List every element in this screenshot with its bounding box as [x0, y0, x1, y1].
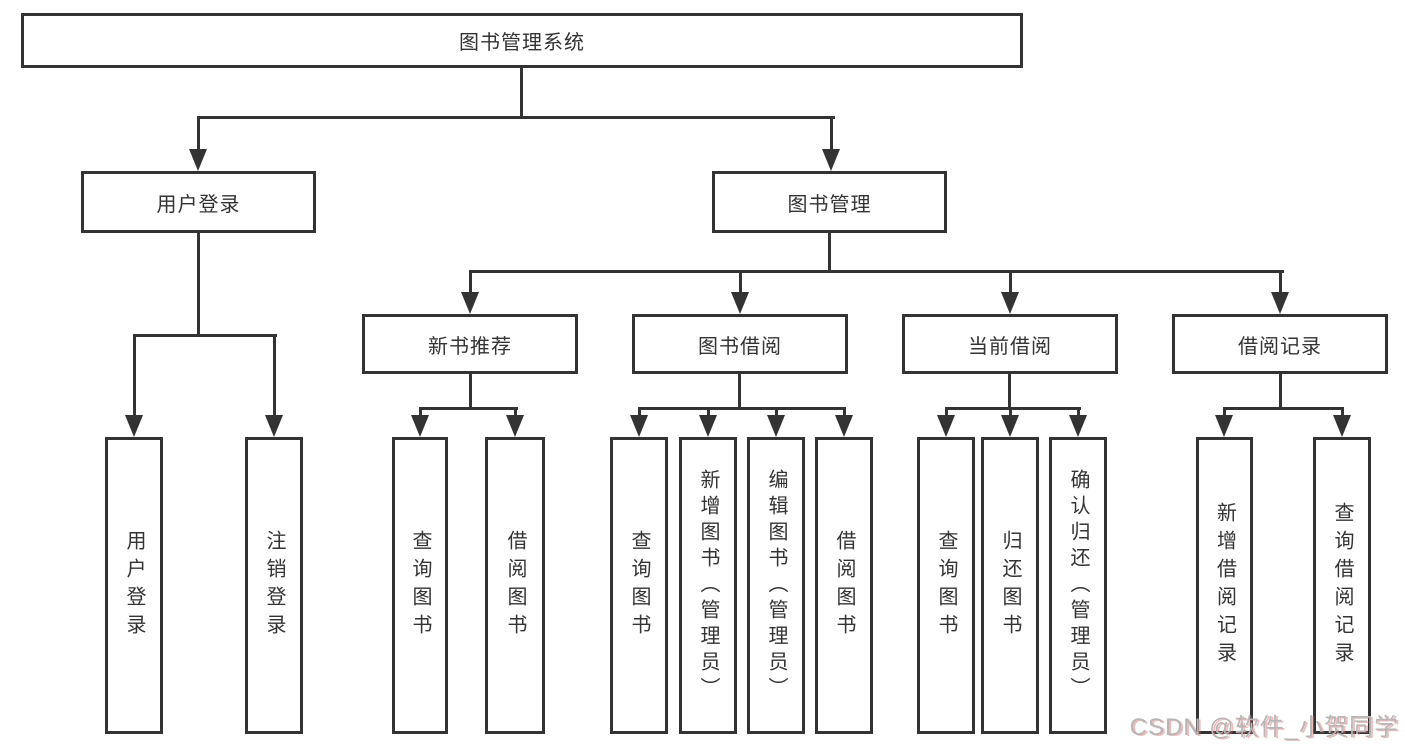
connector-to-new-book-rec	[469, 270, 472, 294]
node-book-management: 图书管理	[712, 171, 947, 233]
connector-user-login-trunk	[197, 233, 200, 337]
connector-root-trunk	[520, 68, 523, 118]
leaf-nbr-query-books: 查询图书	[392, 437, 448, 734]
connector-book-mgmt-trunk	[828, 233, 831, 273]
leaf-user-login: 用户登录	[105, 437, 163, 734]
arrowhead-bb-query	[630, 415, 648, 437]
connector-nbr-rail	[419, 407, 518, 410]
connector-to-borrow-record	[1279, 270, 1282, 294]
node-user-login: 用户登录	[81, 171, 316, 233]
arrowhead-book-borrow	[731, 292, 749, 314]
leaf-br-query-record: 查询借阅记录	[1313, 437, 1371, 734]
arrowhead-cb-return	[1001, 415, 1019, 437]
connector-to-cb-confirm	[1077, 407, 1080, 419]
connector-to-current-borrow	[1009, 270, 1012, 294]
csdn-watermark: CSDN @软件_小贺同学	[1129, 714, 1399, 741]
leaf-cb-query-books: 查询图书	[917, 437, 975, 734]
leaf-cb-return-books: 归还图书	[981, 437, 1039, 734]
leaf-bb-add-books-admin: 新增图书（管理员）	[679, 437, 737, 734]
arrowhead-br-add	[1215, 415, 1233, 437]
arrowhead-current-borrow	[1001, 292, 1019, 314]
arrowhead-nbr-query	[411, 415, 429, 437]
connector-cb-trunk	[1008, 374, 1011, 410]
arrowhead-nbr-borrow	[506, 415, 524, 437]
connector-to-bb-borrow	[843, 407, 846, 419]
arrowhead-new-book-rec	[461, 292, 479, 314]
connector-user-login-rail	[133, 334, 277, 337]
leaf-logout: 注销登录	[245, 437, 303, 734]
arrowhead-cb-query	[937, 415, 955, 437]
arrowhead-book-mgmt	[822, 149, 840, 171]
arrowhead-br-query	[1333, 415, 1351, 437]
connector-level3-rail	[469, 270, 1284, 273]
leaf-bb-query-books: 查询图书	[610, 437, 668, 734]
leaf-nbr-borrow-books: 借阅图书	[485, 437, 545, 734]
node-root-book-management-system: 图书管理系统	[21, 13, 1023, 68]
connector-to-book-borrow	[739, 270, 742, 294]
node-new-book-recommendation: 新书推荐	[362, 314, 578, 374]
node-current-borrowing: 当前借阅	[902, 314, 1118, 374]
leaf-bb-edit-books-admin: 编辑图书（管理员）	[747, 437, 805, 734]
connector-nbr-trunk	[469, 374, 472, 410]
arrowhead-leaf-logout	[265, 415, 283, 437]
node-borrowing-records: 借阅记录	[1172, 314, 1388, 374]
connector-cb-rail	[945, 407, 1081, 410]
leaf-br-add-record: 新增借阅记录	[1196, 437, 1253, 734]
leaf-cb-confirm-return-admin: 确认归还（管理员）	[1049, 437, 1107, 734]
arrowhead-user-login	[189, 149, 207, 171]
connector-br-rail	[1223, 407, 1344, 410]
connector-to-bb-add	[707, 407, 710, 419]
connector-to-user-login	[197, 116, 200, 151]
connector-to-cb-return	[1009, 407, 1012, 419]
connector-to-leaf-user-login	[133, 334, 136, 417]
leaf-bb-borrow-books: 借阅图书	[815, 437, 873, 734]
connector-to-bb-edit	[775, 407, 778, 419]
connector-level1-rail	[197, 116, 835, 119]
connector-to-nbr-borrow	[514, 407, 517, 419]
connector-to-cb-query	[945, 407, 948, 419]
arrowhead-borrow-record	[1271, 292, 1289, 314]
connector-to-bb-query	[638, 407, 641, 419]
connector-br-trunk	[1279, 374, 1282, 410]
node-book-borrowing: 图书借阅	[632, 314, 848, 374]
connector-to-leaf-logout	[273, 334, 276, 417]
arrowhead-bb-edit	[767, 415, 785, 437]
arrowhead-leaf-user-login	[125, 415, 143, 437]
connector-to-br-add	[1223, 407, 1226, 419]
connector-to-book-mgmt	[830, 116, 833, 151]
connector-to-br-query	[1341, 407, 1344, 419]
arrowhead-bb-borrow	[835, 415, 853, 437]
connector-to-nbr-query	[419, 407, 422, 419]
arrowhead-bb-add	[699, 415, 717, 437]
connector-bb-rail	[638, 407, 846, 410]
connector-bb-trunk	[738, 374, 741, 410]
arrowhead-cb-confirm	[1069, 415, 1087, 437]
